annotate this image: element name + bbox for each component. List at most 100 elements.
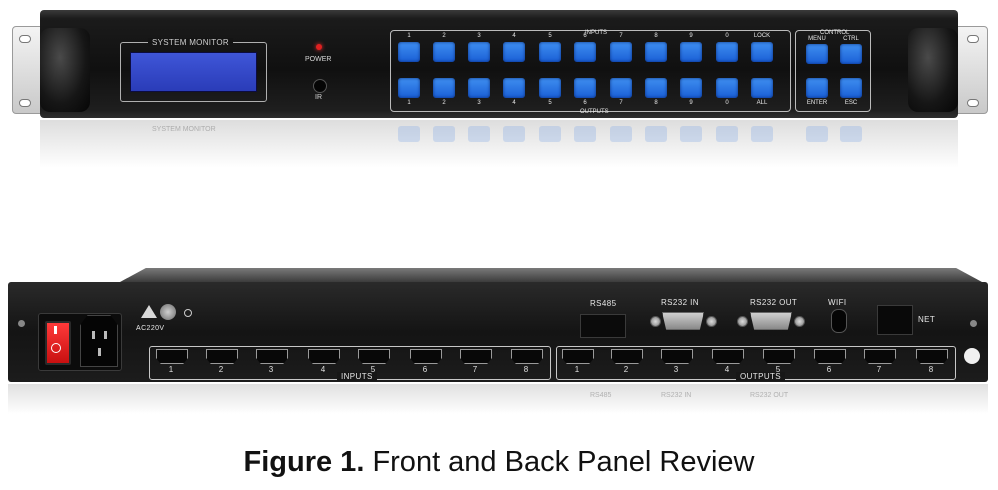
- hdmi-input-number: 4: [320, 365, 326, 374]
- output-key-6[interactable]: [574, 78, 596, 98]
- reflection-key: [806, 126, 828, 142]
- rack-mount-hole: [967, 99, 979, 107]
- reflection-rs232-in-label: RS232 IN: [661, 392, 692, 399]
- control-group-label: CONTROL: [820, 30, 850, 36]
- hdmi-output-port[interactable]: [661, 349, 693, 364]
- output-key-8[interactable]: [645, 78, 667, 98]
- right-handle: [908, 28, 958, 112]
- rack-mount-hole: [967, 35, 979, 43]
- hdmi-output-number: 4: [724, 365, 730, 374]
- rack-mount-hole: [19, 35, 31, 43]
- control-key-label: ESC: [844, 100, 858, 106]
- hdmi-input-number: 7: [472, 365, 478, 374]
- warning-icon: [141, 305, 157, 318]
- output-key-0[interactable]: [716, 78, 738, 98]
- input-key-label: 0: [725, 33, 729, 39]
- ir-label: IR: [315, 94, 322, 101]
- hdmi-output-port[interactable]: [864, 349, 896, 364]
- white-cap: [964, 348, 980, 364]
- hdmi-input-number: 3: [268, 365, 274, 374]
- wifi-antenna-port: [831, 309, 847, 333]
- hdmi-input-number: 8: [523, 365, 529, 374]
- hdmi-input-port[interactable]: [156, 349, 188, 364]
- rs232-out-port: [750, 312, 792, 330]
- control-key-enter[interactable]: [806, 78, 828, 98]
- hdmi-input-port[interactable]: [460, 349, 492, 364]
- control-key-menu[interactable]: [806, 44, 828, 64]
- input-key-label: 4: [512, 33, 516, 39]
- input-key-label: LOCK: [753, 33, 771, 39]
- hdmi-output-number: 2: [623, 365, 629, 374]
- control-key-esc[interactable]: [840, 78, 862, 98]
- output-key-3[interactable]: [468, 78, 490, 98]
- hdmi-input-port[interactable]: [308, 349, 340, 364]
- hdmi-input-port[interactable]: [206, 349, 238, 364]
- hdmi-input-port[interactable]: [410, 349, 442, 364]
- input-key-1[interactable]: [398, 42, 420, 62]
- ir-sensor-icon: [313, 79, 327, 93]
- socket-pin: [104, 331, 107, 339]
- rs485-label: RS485: [590, 299, 617, 308]
- switch-off-mark: [51, 343, 61, 353]
- hdmi-output-port[interactable]: [916, 349, 948, 364]
- hdmi-output-port[interactable]: [763, 349, 795, 364]
- reflection-key: [539, 126, 561, 142]
- chassis-top: [120, 268, 982, 282]
- hdmi-input-port[interactable]: [358, 349, 390, 364]
- reflection-key: [468, 126, 490, 142]
- reflection-key: [503, 126, 525, 142]
- reflection-key: [433, 126, 455, 142]
- reflection-key: [680, 126, 702, 142]
- reflection-rs232-out-label: RS232 OUT: [750, 392, 789, 399]
- hdmi-output-port[interactable]: [611, 349, 643, 364]
- input-key-8[interactable]: [645, 42, 667, 62]
- back-faceplate: [8, 282, 988, 382]
- output-key-1[interactable]: [398, 78, 420, 98]
- output-key-4[interactable]: [503, 78, 525, 98]
- socket-pin: [92, 331, 95, 339]
- input-key-2[interactable]: [433, 42, 455, 62]
- input-key-lock[interactable]: [751, 42, 773, 62]
- input-key-9[interactable]: [680, 42, 702, 62]
- input-key-label: 5: [548, 33, 552, 39]
- hdmi-output-port[interactable]: [814, 349, 846, 364]
- reflection-key: [751, 126, 773, 142]
- figure-caption: Figure 1. Front and Back Panel Review: [0, 446, 998, 479]
- input-key-6[interactable]: [574, 42, 596, 62]
- hdmi-output-number: 8: [928, 365, 934, 374]
- iec-power-socket: [80, 315, 118, 367]
- output-key-7[interactable]: [610, 78, 632, 98]
- control-key-ctrl[interactable]: [840, 44, 862, 64]
- output-key-9[interactable]: [680, 78, 702, 98]
- output-key-all[interactable]: [751, 78, 773, 98]
- inputs-group-label: INPUTS: [585, 30, 608, 36]
- hdmi-output-port[interactable]: [562, 349, 594, 364]
- input-key-0[interactable]: [716, 42, 738, 62]
- output-key-label: 7: [619, 100, 623, 106]
- input-key-7[interactable]: [610, 42, 632, 62]
- output-key-2[interactable]: [433, 78, 455, 98]
- hdmi-input-port[interactable]: [256, 349, 288, 364]
- input-key-3[interactable]: [468, 42, 490, 62]
- matrix-button-group: [390, 30, 791, 112]
- system-monitor-label: SYSTEM MONITOR: [148, 38, 233, 47]
- input-key-4[interactable]: [503, 42, 525, 62]
- left-handle: [40, 28, 90, 112]
- input-key-label: 6: [583, 33, 587, 39]
- rs232-in-label: RS232 IN: [661, 298, 699, 307]
- socket-pin: [98, 348, 101, 356]
- output-key-label: 9: [689, 100, 693, 106]
- output-key-5[interactable]: [539, 78, 561, 98]
- control-key-label: ENTER: [806, 100, 828, 106]
- reflection-key: [398, 126, 420, 142]
- input-key-label: 2: [442, 33, 446, 39]
- input-key-5[interactable]: [539, 42, 561, 62]
- hdmi-output-port[interactable]: [712, 349, 744, 364]
- caption-text: Front and Back Panel Review: [372, 446, 755, 478]
- hdmi-input-port[interactable]: [511, 349, 543, 364]
- input-key-label: 1: [407, 33, 411, 39]
- output-key-label: 0: [725, 100, 729, 106]
- db9-screw-icon: [650, 316, 661, 327]
- net-label: NET: [918, 315, 936, 324]
- hdmi-output-number: 3: [673, 365, 679, 374]
